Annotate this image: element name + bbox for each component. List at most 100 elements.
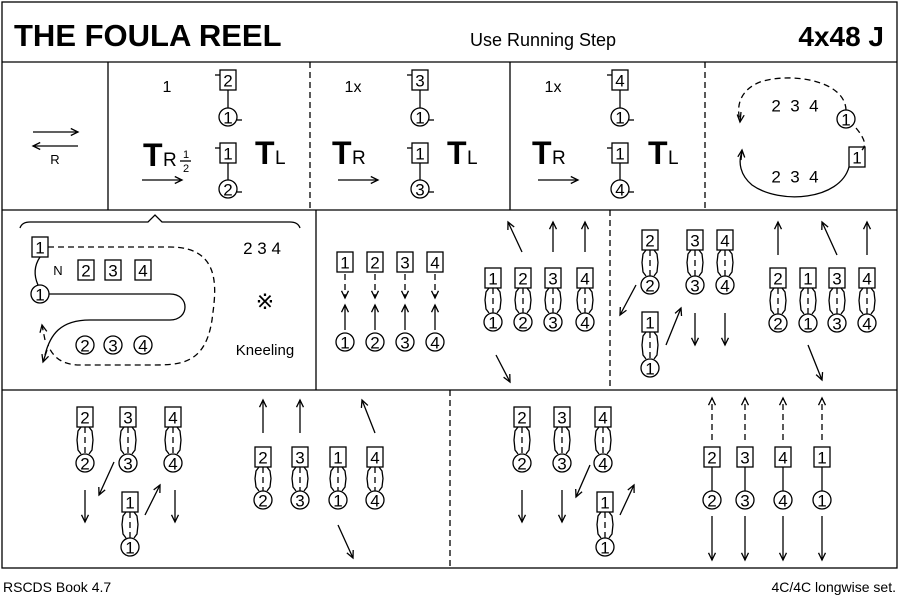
dancer-number: 2	[518, 314, 527, 333]
woman-circle	[610, 107, 630, 127]
dancer-number: 4	[615, 72, 624, 91]
dancer-number: 1	[817, 492, 826, 511]
dancer-number: 1	[125, 494, 134, 513]
woman-circle	[120, 537, 140, 557]
dancer-number: 2	[370, 254, 379, 273]
woman-circle	[75, 453, 95, 473]
dancer-number: 2	[223, 181, 232, 200]
woman-dancer: 1	[640, 358, 660, 379]
dancer-number: 3	[690, 277, 699, 296]
dancer-number: 2	[517, 409, 526, 428]
man-box	[769, 267, 787, 289]
woman-circle	[133, 335, 153, 355]
both-hands-hold	[119, 426, 137, 455]
man-box	[411, 142, 429, 164]
turn-symbol: T	[143, 137, 163, 173]
man-dancer: 2	[641, 229, 659, 251]
dancer-number: 2	[707, 449, 716, 468]
turn-symbol: T	[648, 135, 668, 171]
travel-arrow-icon	[538, 175, 580, 185]
man-box	[121, 491, 139, 513]
direction-arrow-icon	[295, 398, 305, 433]
dancer-number: 4	[598, 455, 607, 474]
direction-arrow-icon	[619, 483, 635, 516]
man-box	[336, 251, 354, 273]
advance-arrow-icon	[707, 396, 717, 440]
man-dancer: 4	[774, 446, 792, 468]
cast-path	[737, 77, 847, 121]
set-label: R	[50, 152, 59, 167]
both-hands-hold	[828, 287, 846, 315]
turn-hand: R	[163, 150, 177, 171]
man-dancer: 1	[336, 251, 354, 273]
set-left-arrow-icon	[31, 141, 78, 151]
dancer-number: 4	[720, 277, 729, 296]
man-box	[594, 406, 612, 428]
both-hands-hold	[576, 287, 594, 314]
woman-dancer: 4	[575, 312, 595, 333]
woman-circle	[30, 284, 50, 304]
dancer-number: 4	[720, 232, 729, 251]
dancer-number: 1	[803, 270, 812, 289]
man-dancer: 3	[291, 446, 309, 468]
both-hands-hold	[686, 249, 704, 277]
man-box	[104, 259, 122, 281]
both-hands-hold	[164, 426, 182, 455]
man-dancer: 3	[828, 267, 846, 289]
man-box	[641, 311, 659, 333]
dancer-number: 1	[333, 492, 342, 511]
reel-path-solid	[44, 293, 186, 356]
woman-circle	[425, 332, 445, 352]
dancer-number: 3	[740, 449, 749, 468]
dancer-number: 4	[580, 270, 589, 289]
woman-circle	[685, 275, 705, 295]
man-box	[426, 251, 444, 273]
set-right-arrow-icon	[33, 127, 80, 137]
dancer-number: 4	[615, 181, 624, 200]
woman-dancer: 2	[365, 332, 385, 353]
both-hands-hold	[641, 331, 659, 360]
dancer-number: 1	[615, 145, 624, 164]
woman-dancer: 2	[253, 490, 273, 511]
panel-turn-2: 1x T R T L	[332, 79, 478, 171]
woman-circle	[640, 358, 660, 378]
woman-dancer: 3	[118, 453, 138, 474]
dancer-number: 4	[370, 492, 379, 511]
man-dancer: 4	[134, 259, 152, 281]
woman-circle	[836, 109, 856, 129]
man-dancer: 2	[703, 446, 721, 468]
man-box	[219, 69, 237, 91]
both-hands-hold	[254, 466, 272, 492]
dancer-number: 3	[400, 334, 409, 353]
man-box	[686, 229, 704, 251]
turn-hand: L	[668, 148, 679, 169]
man-box	[544, 267, 562, 289]
man-dancer: 3	[396, 251, 414, 273]
both-hands-hold	[596, 511, 614, 539]
dancer-number: 4	[778, 492, 787, 511]
dancer-number: 1	[488, 270, 497, 289]
man-dancer: 4	[716, 229, 734, 251]
dancer-number: 4	[168, 455, 177, 474]
man-dancer: 2	[513, 406, 531, 428]
man-dancer: 2	[215, 69, 237, 91]
dancer-number: 2	[80, 409, 89, 428]
dancer-number: 1	[841, 111, 850, 130]
dancer-number: 3	[557, 455, 566, 474]
dancer-count: 1x	[345, 79, 362, 96]
dancer-number: 2	[81, 262, 90, 281]
dancer-number: 1	[223, 109, 232, 128]
woman-circle	[857, 313, 877, 333]
man-box	[553, 406, 571, 428]
dancer-number: 1	[340, 334, 349, 353]
dancer-number: 3	[548, 270, 557, 289]
man-dancer: 4	[858, 267, 876, 289]
both-hands-hold	[329, 466, 347, 492]
man-box	[77, 259, 95, 281]
neighbour-label: N	[53, 263, 62, 278]
woman-circle	[365, 332, 385, 352]
woman-dancer: 2	[512, 453, 532, 474]
woman-circle	[328, 490, 348, 510]
woman-circle	[640, 275, 660, 295]
man-box	[31, 236, 49, 258]
